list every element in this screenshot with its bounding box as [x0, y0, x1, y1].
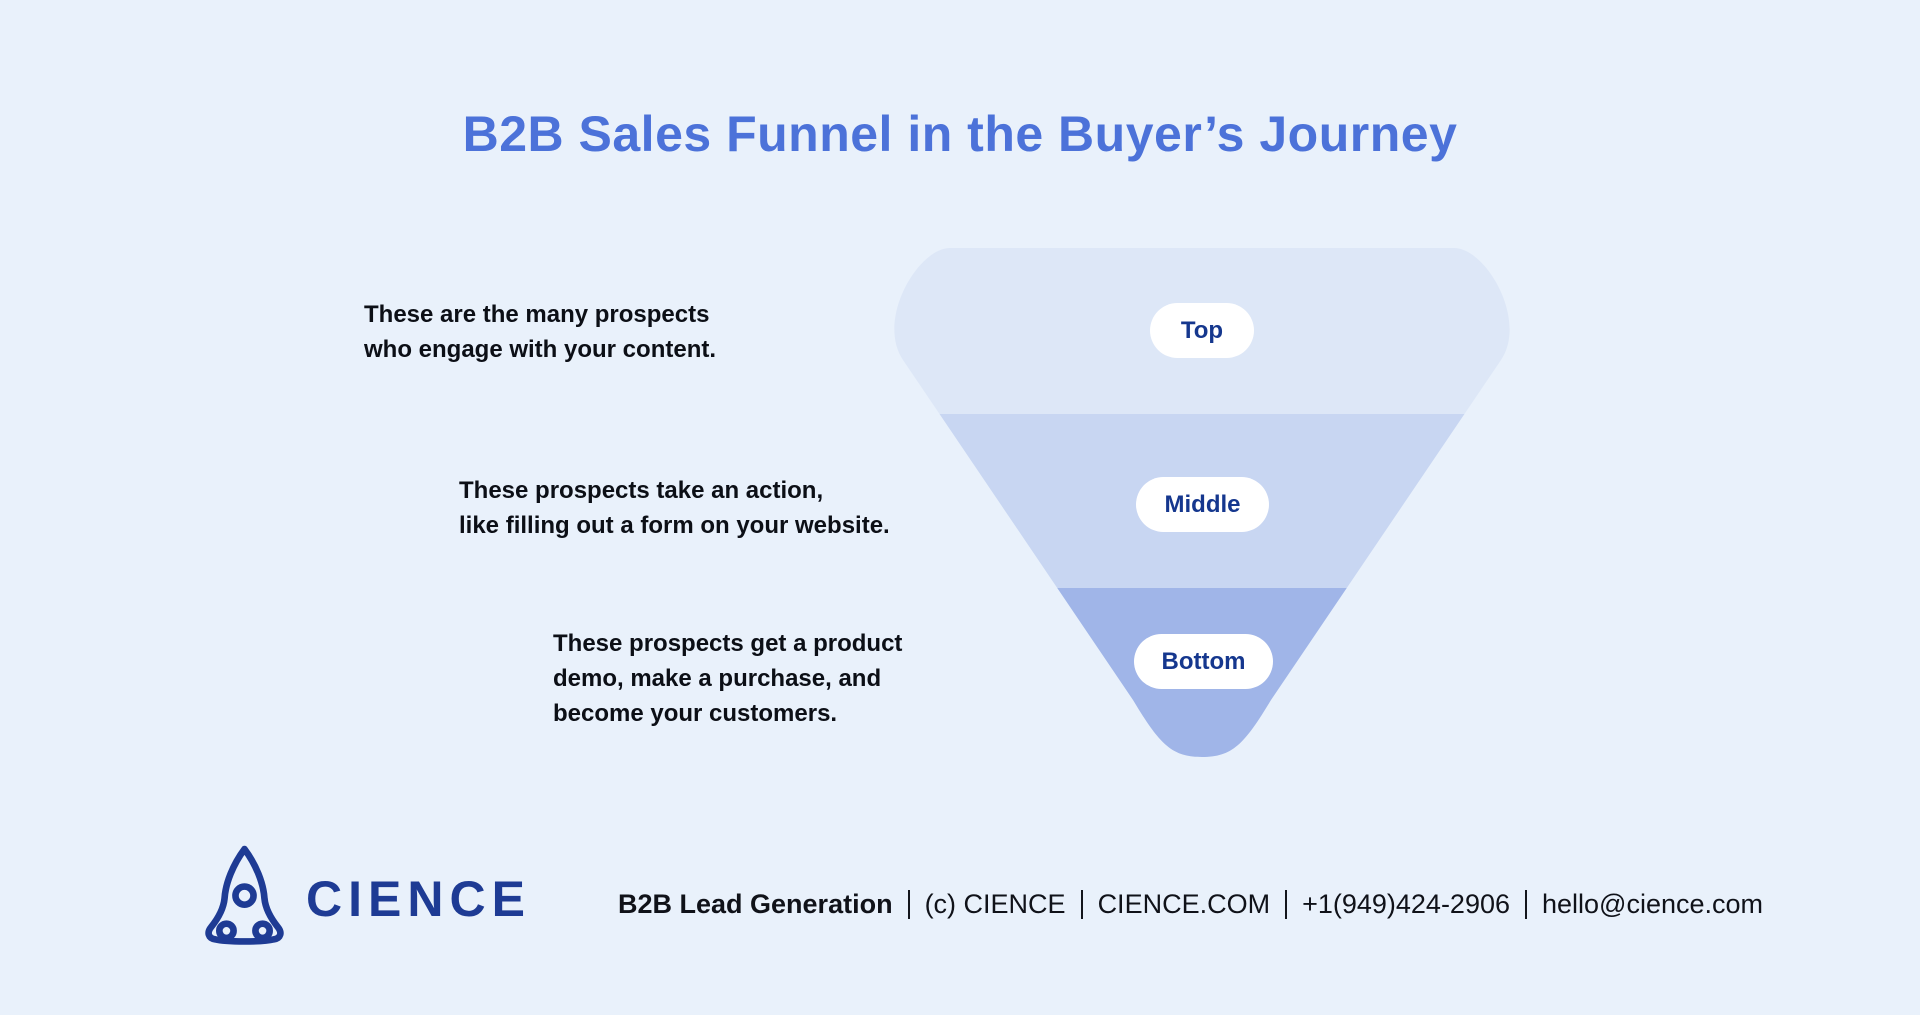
- funnel-label-top: Top: [1150, 303, 1254, 358]
- page-title: B2B Sales Funnel in the Buyer’s Journey: [462, 106, 1458, 162]
- separator: [907, 889, 910, 919]
- separator: [1080, 889, 1083, 919]
- footer-email: hello@cience.com: [1542, 888, 1764, 919]
- funnel-label-top-text: Top: [1180, 316, 1224, 344]
- funnel-label-bottom: Bottom: [1134, 634, 1273, 689]
- stage-middle-description: These prospects take an action, like fil…: [459, 473, 890, 543]
- description-line: who engage with your content.: [364, 336, 717, 363]
- description-line: become your customers.: [553, 700, 838, 727]
- stage-top-description: These are the many prospects who engage …: [364, 297, 716, 367]
- funnel-label-bottom-text: Bottom: [1161, 647, 1246, 675]
- description-line: demo, make a purchase, and: [553, 665, 882, 692]
- rocket-icon: [205, 845, 284, 945]
- description-line: These prospects get a product: [553, 630, 903, 657]
- description-line: like filling out a form on your website.: [459, 512, 890, 539]
- footer-tagline: B2B Lead Generation: [618, 888, 893, 919]
- separator: [1285, 889, 1288, 919]
- funnel-label-middle-text: Middle: [1164, 490, 1241, 518]
- funnel-stage-bottom-shape: [894, 588, 1510, 757]
- footer-website: CIENCE.COM: [1097, 888, 1271, 919]
- brand-wordmark: CIENCE: [306, 871, 531, 927]
- separator: [1525, 889, 1527, 919]
- description-line: These are the many prospects: [364, 301, 710, 328]
- funnel-label-middle: Middle: [1136, 477, 1269, 532]
- stage-bottom-description: These prospects get a product demo, make…: [553, 626, 902, 731]
- footer-copyright: (c) CIENCE: [924, 888, 1066, 919]
- footer-phone: +1(949)424-2906: [1302, 888, 1510, 919]
- description-line: These prospects take an action,: [459, 477, 824, 504]
- footer-contact-row: B2B Lead Generation (c) CIENCE CIENCE.CO…: [618, 884, 1763, 924]
